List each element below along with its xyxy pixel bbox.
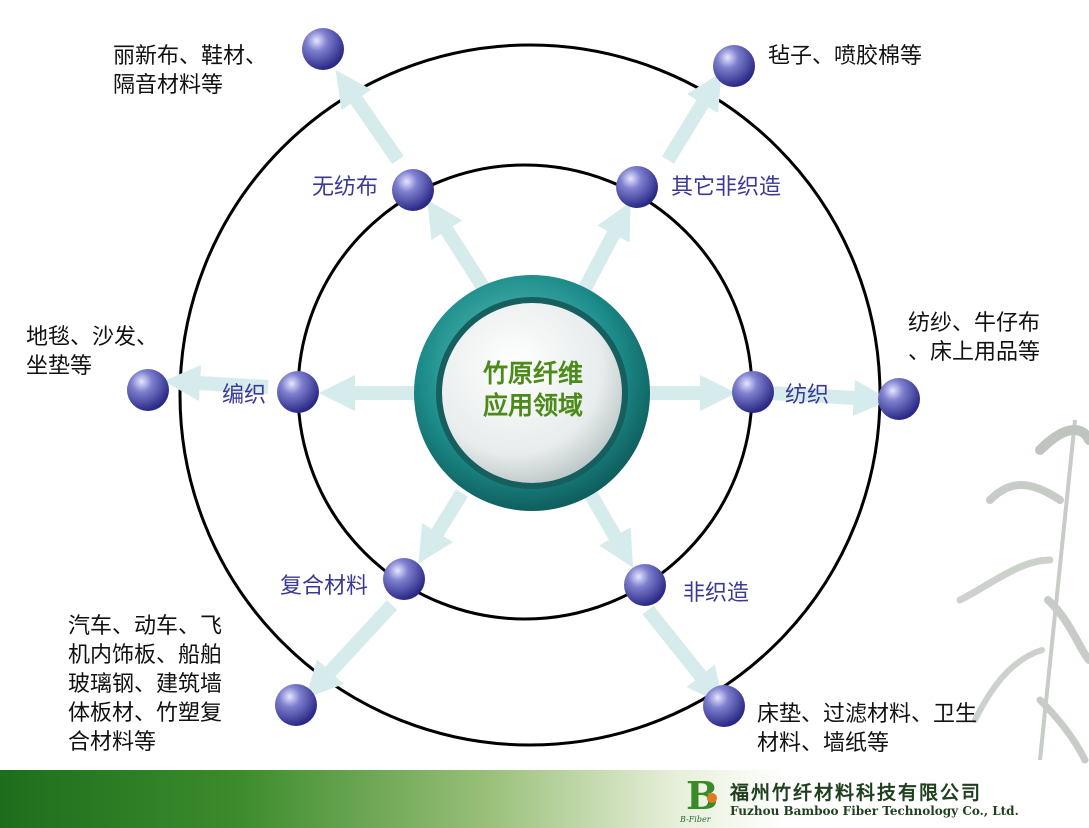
outer-line: 坐垫等: [26, 354, 93, 379]
logo-subtitle: B-Fiber: [680, 815, 711, 824]
outer-line: 床垫、过滤材料、卫生: [757, 702, 978, 727]
node-knitting: [277, 371, 319, 413]
center-title-line2: 应用领域: [482, 391, 583, 420]
outer-text-composite-uses: 汽车、动车、飞 机内饰板、船舶 玻璃钢、建筑墙 体板材、竹塑复 合材料等: [68, 612, 222, 757]
arrow-icon: [583, 489, 634, 568]
company-name-en: Fuzhou Bamboo Fiber Technology Co., Ltd.: [730, 804, 1019, 818]
label-composite: 复合材料: [280, 574, 369, 599]
arrow-icon: [305, 600, 398, 699]
outer-line: 材料、墙纸等: [757, 731, 890, 756]
outer-line: 丽新布、鞋材、: [113, 44, 268, 69]
node-nonwoven-fabric: [624, 564, 666, 606]
arrow-icon: [163, 364, 269, 402]
bamboo-decoration-icon: [956, 419, 1089, 764]
outer-line: 机内饰板、船舶: [68, 643, 223, 668]
outer-line: 合材料等: [68, 730, 157, 755]
node-yarn-uses: [878, 378, 920, 420]
footer-bar: [0, 770, 1089, 828]
outer-text-nonwoven-uses: 丽新布、鞋材、 隔音材料等: [113, 42, 267, 100]
node-group: [127, 28, 920, 727]
outer-line: 玻璃钢、建筑墙: [68, 672, 223, 697]
arrow-icon: [769, 379, 891, 417]
node-mattress-uses: [703, 685, 745, 727]
center-title-line1: 竹原纤维: [482, 359, 583, 388]
label-knitting: 编织: [222, 383, 267, 408]
label-spinning: 纺织: [785, 383, 830, 408]
outer-line: 隔音材料等: [113, 73, 224, 98]
arrow-icon: [427, 199, 491, 294]
arrow-icon: [662, 72, 722, 164]
node-spinning: [732, 371, 774, 413]
arrow-icon: [576, 201, 631, 296]
node-composite: [383, 558, 425, 600]
outer-text-felt-uses: 毡子、喷胶棉等: [768, 42, 922, 71]
node-other-nonwoven: [616, 166, 658, 208]
outer-text-mattress-uses: 床垫、过滤材料、卫生 材料、墙纸等: [757, 700, 977, 758]
outer-line: 地毯、沙发、: [26, 325, 159, 350]
company-name-cn: 福州竹纤材料科技有限公司: [730, 782, 983, 804]
node-carpet-uses: [127, 369, 169, 411]
center-hub: [414, 275, 650, 511]
outer-line: 汽车、动车、飞: [68, 614, 223, 639]
node-composite-uses: [275, 684, 317, 726]
arrow-icon: [642, 605, 724, 705]
outer-line: 体板材、竹塑复: [68, 701, 223, 726]
outer-line: 纺纱、牛仔布: [908, 311, 1041, 336]
node-nonwoven: [392, 169, 434, 211]
arrow-icon: [418, 489, 468, 564]
arrow-icon: [335, 70, 404, 164]
outer-text-carpet-uses: 地毯、沙发、 坐垫等: [26, 323, 158, 381]
node-nonwoven-uses: [302, 28, 344, 70]
label-other-nonwoven: 其它非织造: [671, 175, 782, 200]
node-felt-uses: [713, 45, 755, 87]
label-nonwoven-fabric: 非织造: [683, 581, 750, 606]
center-title: 竹原纤维 应用领域: [463, 358, 603, 422]
outer-text-yarn-uses: 纺纱、牛仔布 、床上用品等: [908, 309, 1040, 367]
company-logo-icon: B: [686, 776, 718, 816]
outer-line: 、床上用品等: [908, 340, 1041, 365]
label-nonwoven: 无纺布: [312, 175, 379, 200]
outer-line: 毡子、喷胶棉等: [768, 44, 923, 69]
